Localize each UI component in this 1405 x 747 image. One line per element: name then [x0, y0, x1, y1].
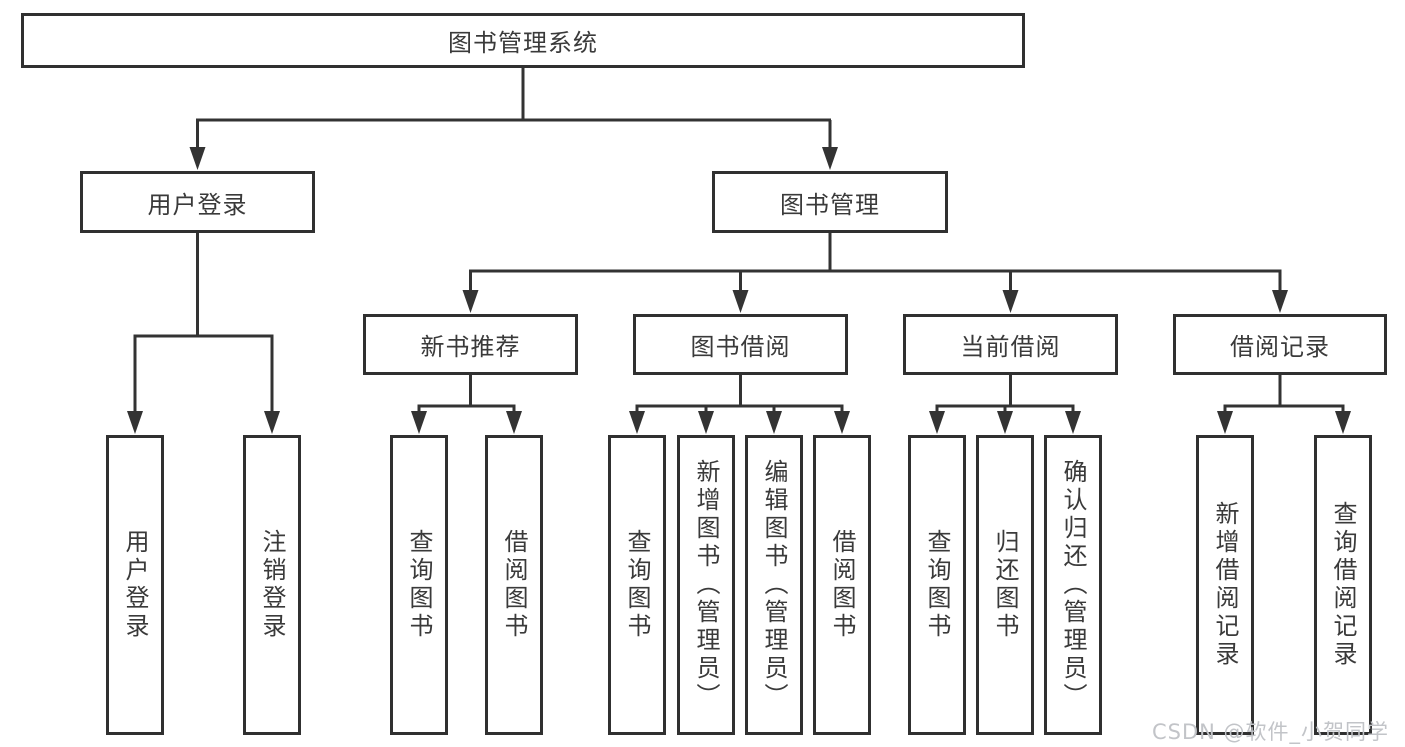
leaf-add-book-admin: 新增图书（管理员）	[677, 435, 735, 735]
leaf-confirm-return-admin: 确认归还（管理员）	[1044, 435, 1102, 735]
leaf-return-book: 归还图书	[976, 435, 1034, 735]
node-root-system: 图书管理系统	[21, 13, 1025, 68]
leaf-search-current-book: 查询图书	[908, 435, 966, 735]
leaf-edit-book-admin: 编辑图书（管理员）	[745, 435, 803, 735]
node-book-borrowing: 图书借阅	[633, 314, 848, 375]
leaf-borrow-book-recommend: 借阅图书	[485, 435, 543, 735]
leaf-search-book-recommend: 查询图书	[390, 435, 448, 735]
node-current-borrowing: 当前借阅	[903, 314, 1118, 375]
csdn-watermark: CSDN @软件_小贺同学	[1152, 720, 1390, 744]
leaf-logout: 注销登录	[243, 435, 301, 735]
node-book-management: 图书管理	[712, 171, 948, 233]
leaf-user-login: 用户登录	[106, 435, 164, 735]
leaf-borrow-book: 借阅图书	[813, 435, 871, 735]
node-user-login: 用户登录	[80, 171, 315, 233]
node-borrowing-records: 借阅记录	[1173, 314, 1387, 375]
leaf-add-borrow-record: 新增借阅记录	[1196, 435, 1254, 735]
node-new-book-recommendation: 新书推荐	[363, 314, 578, 375]
leaf-search-book: 查询图书	[608, 435, 666, 735]
leaf-search-borrow-record: 查询借阅记录	[1314, 435, 1372, 735]
